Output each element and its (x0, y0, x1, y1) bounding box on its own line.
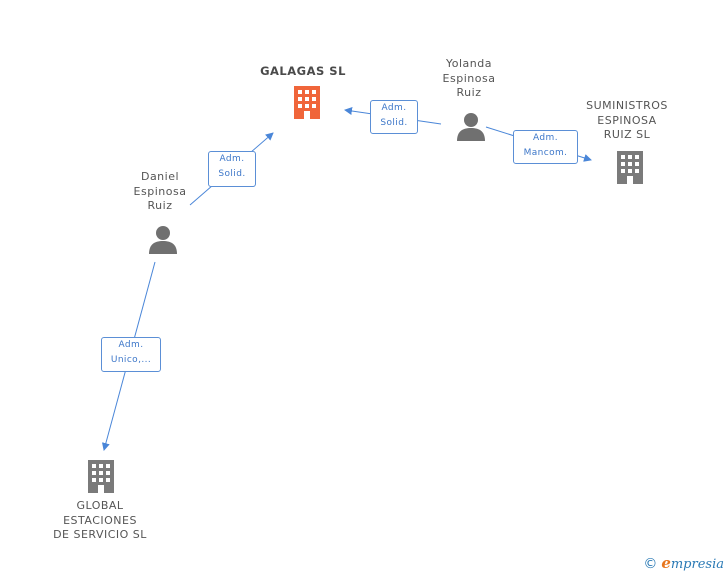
relation-role-line1: Adm. (118, 340, 144, 350)
person-daniel-line3: Ruiz (147, 199, 173, 212)
person-yolanda-label[interactable]: Yolanda Espinosa Ruiz (421, 57, 517, 101)
person-icon[interactable] (456, 111, 486, 141)
person-yolanda-line3: Ruiz (456, 86, 482, 99)
building-icon[interactable] (614, 150, 646, 185)
person-daniel-line1: Daniel (140, 170, 180, 183)
brand-watermark: ©empresia (643, 554, 724, 572)
relation-role-line2: Unico,... (110, 355, 152, 365)
brand-initial: e (661, 554, 671, 572)
company-global-line3: DE SERVICIO SL (53, 528, 147, 541)
company-galagas-name: GALAGAS SL (260, 64, 346, 78)
relation-role-line1: Adm. (219, 154, 245, 164)
copyright-icon: © (643, 556, 658, 572)
person-icon[interactable] (148, 224, 178, 254)
company-global-label[interactable]: GLOBAL ESTACIONES DE SERVICIO SL (40, 499, 160, 543)
brand-name: mpresia (670, 557, 724, 572)
company-global-line1: GLOBAL (76, 499, 124, 512)
person-yolanda-line2: Espinosa (442, 71, 496, 85)
building-icon[interactable] (85, 459, 117, 494)
company-suministros-line2: ESPINOSA (597, 113, 657, 127)
relation-role-line1: Adm. (533, 133, 558, 143)
company-global-line2: ESTACIONES (63, 513, 137, 527)
person-yolanda-line1: Yolanda (446, 57, 492, 70)
relation-role-line2: Mancom. (523, 148, 568, 158)
company-galagas-label[interactable]: GALAGAS SL (243, 64, 363, 79)
relation-yolanda-galagas[interactable]: Adm. Solid. (370, 100, 418, 134)
relation-daniel-global[interactable]: Adm. Unico,... (101, 337, 161, 372)
relation-daniel-galagas[interactable]: Adm. Solid. (208, 151, 256, 187)
person-daniel-line2: Espinosa (133, 184, 187, 198)
relation-yolanda-suministros[interactable]: Adm. Mancom. (513, 130, 578, 164)
relation-role-line2: Solid. (218, 169, 246, 179)
person-daniel-label[interactable]: Daniel Espinosa Ruiz (112, 170, 208, 214)
building-icon[interactable] (291, 85, 323, 120)
relation-role-line1: Adm. (381, 103, 407, 113)
relation-role-line2: Solid. (380, 118, 408, 128)
company-suministros-label[interactable]: SUMINISTROS ESPINOSA RUIZ SL (573, 99, 681, 143)
company-suministros-line1: SUMINISTROS (586, 99, 668, 112)
company-suministros-line3: RUIZ SL (603, 128, 651, 141)
